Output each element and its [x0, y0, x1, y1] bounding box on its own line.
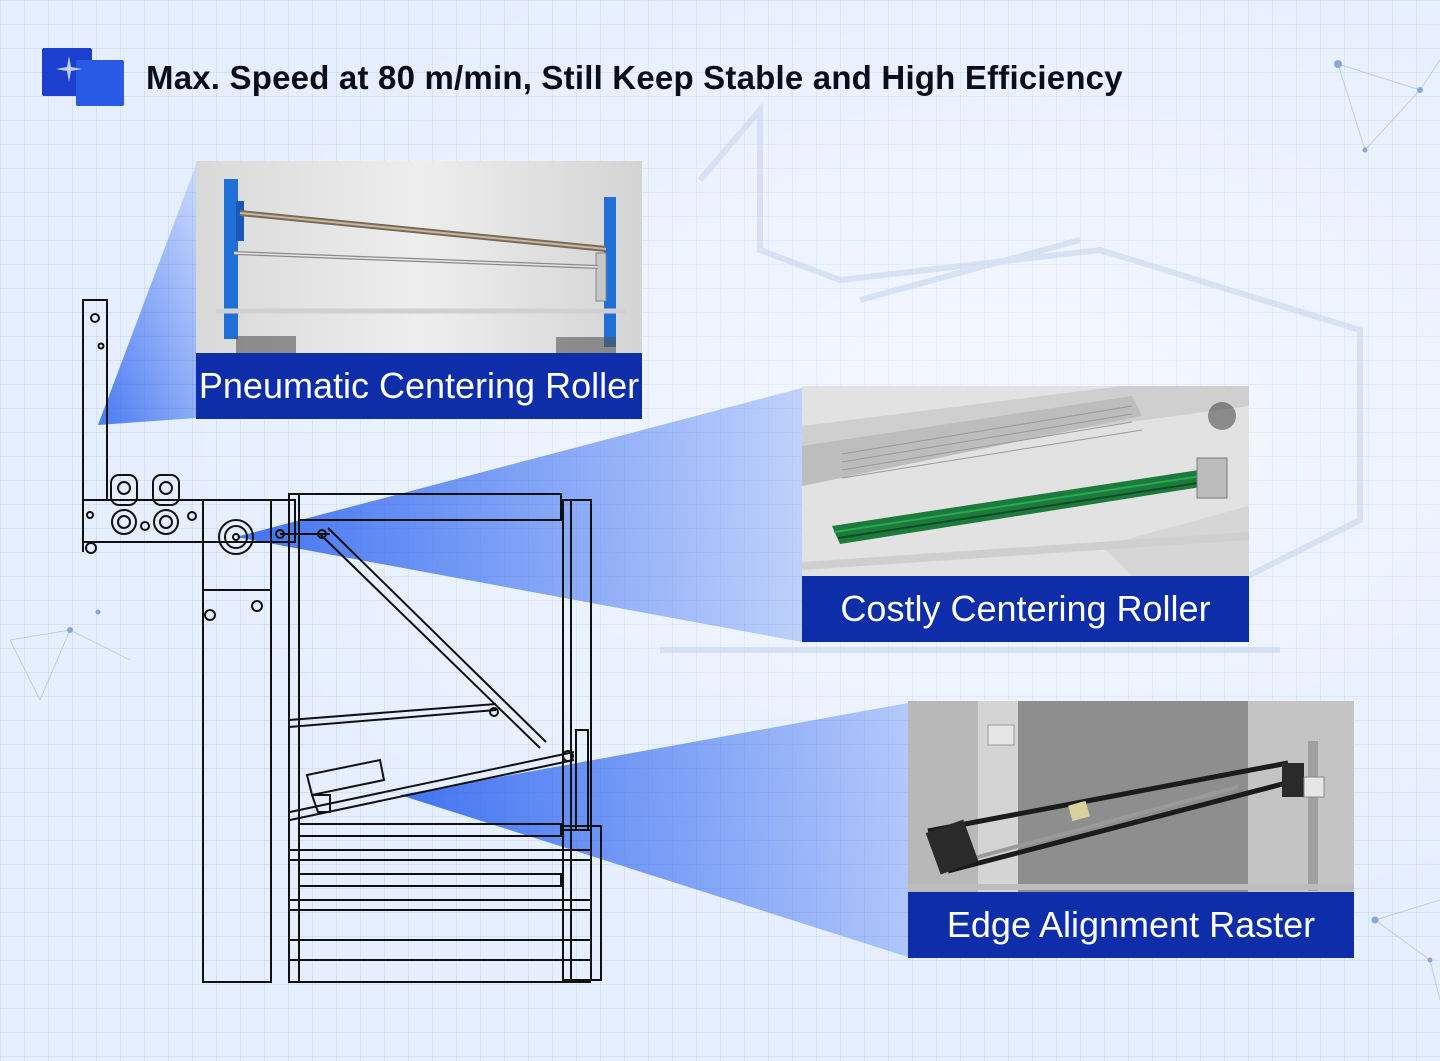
- page-title: Max. Speed at 80 m/min, Still Keep Stabl…: [146, 59, 1123, 96]
- sparkle-logo-icon: [42, 46, 126, 110]
- callout-pneumatic: Pneumatic Centering Roller: [196, 161, 642, 419]
- star-icon: [56, 56, 82, 82]
- beam-pneumatic: [98, 165, 196, 425]
- beam-edge: [400, 703, 908, 957]
- caption-edge: Edge Alignment Raster: [908, 892, 1354, 958]
- callout-costly: Costly Centering Roller: [802, 386, 1249, 642]
- caption-costly: Costly Centering Roller: [802, 576, 1249, 642]
- photo-pneumatic-roller: [196, 161, 642, 353]
- photo-costly-roller: [802, 386, 1249, 576]
- photo-edge-raster: [908, 701, 1354, 892]
- beam-costly: [236, 388, 802, 642]
- page-header: Max. Speed at 80 m/min, Still Keep Stabl…: [42, 46, 1242, 110]
- caption-pneumatic: Pneumatic Centering Roller: [196, 353, 642, 419]
- callout-edge: Edge Alignment Raster: [908, 701, 1354, 958]
